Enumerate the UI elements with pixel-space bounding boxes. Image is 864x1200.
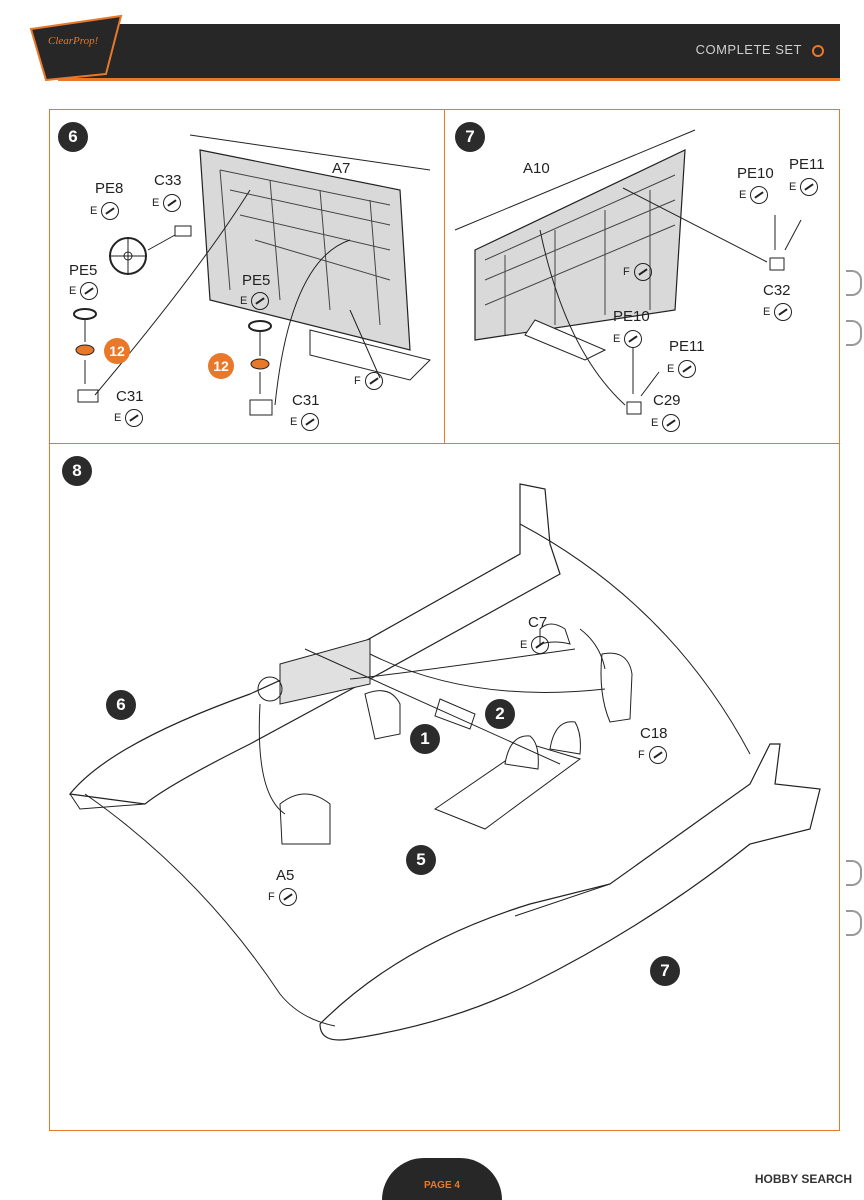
- paint-icon: [101, 202, 120, 220]
- material-tag: E: [739, 186, 769, 204]
- material-tag: F: [623, 263, 652, 281]
- part-label: C32: [763, 282, 791, 299]
- material-tag: F: [354, 372, 383, 390]
- paint-icon: [301, 413, 320, 431]
- paint-icon: [80, 282, 99, 300]
- reference-badge: 12: [208, 353, 234, 379]
- part-label: PE5: [242, 272, 271, 289]
- step-8-drawing: [68, 483, 821, 1041]
- paint-icon: [125, 409, 144, 427]
- part-label: A5: [276, 867, 295, 884]
- paint-icon: [251, 292, 270, 310]
- material-tag: E: [763, 303, 793, 321]
- step-number: 6: [58, 122, 88, 152]
- footer-tab: [382, 1158, 502, 1200]
- material-tag: E: [90, 202, 120, 220]
- step-8-panel: 8 6 2 1 5 7 C7 C18 A5 E F F: [49, 443, 840, 1131]
- part-label: C33: [154, 172, 182, 189]
- paint-icon: [648, 746, 667, 764]
- material-tag: E: [520, 636, 550, 654]
- part-label: C29: [653, 392, 681, 409]
- part-label: PE11: [789, 156, 825, 173]
- part-label: C7: [528, 614, 548, 631]
- subassembly-marker: 5: [406, 845, 436, 875]
- material-tag: E: [290, 413, 320, 431]
- subassembly-marker: 7: [650, 956, 680, 986]
- part-label: A10: [523, 160, 550, 177]
- paint-icon: [364, 372, 383, 390]
- subassembly-marker: 6: [106, 690, 136, 720]
- material-tag: E: [240, 292, 270, 310]
- header-bar: COMPLETE SET: [58, 24, 840, 81]
- material-tag: F: [268, 888, 297, 906]
- step-6-panel: 6 PE8 C33 A7 PE5 PE5 C31 C31 E E E E F E…: [49, 109, 446, 445]
- paint-icon: [163, 194, 182, 212]
- watermark: HOBBY SEARCH: [754, 1172, 852, 1186]
- step-7-drawing: [454, 129, 802, 415]
- reference-badge: 12: [104, 338, 130, 364]
- paint-icon: [531, 636, 550, 654]
- material-tag: F: [638, 746, 667, 764]
- binder-ring-icon: [846, 320, 862, 346]
- part-label: C31: [292, 392, 320, 409]
- part-label: PE8: [95, 180, 124, 197]
- material-tag: E: [789, 178, 819, 196]
- set-dot-icon: [812, 45, 824, 57]
- paint-icon: [278, 888, 297, 906]
- material-tag: E: [152, 194, 182, 212]
- part-label: PE10: [737, 165, 774, 182]
- paint-icon: [750, 186, 769, 204]
- logo: ClearProp!: [29, 14, 123, 82]
- logo-text: ClearProp!: [48, 35, 99, 47]
- part-label: PE10: [613, 308, 650, 325]
- binder-ring-icon: [846, 860, 862, 886]
- part-label: C31: [116, 388, 144, 405]
- material-tag: E: [651, 414, 681, 432]
- paint-icon: [774, 303, 793, 321]
- part-label: PE11: [669, 338, 705, 355]
- step-number: 8: [62, 456, 92, 486]
- material-tag: E: [69, 282, 99, 300]
- subassembly-marker: 1: [410, 724, 440, 754]
- set-label: COMPLETE SET: [695, 42, 802, 57]
- page-number: PAGE 4: [424, 1180, 460, 1191]
- paint-icon: [624, 330, 643, 348]
- binder-ring-icon: [846, 270, 862, 296]
- material-tag: E: [667, 360, 697, 378]
- paint-icon: [800, 178, 819, 196]
- binder-ring-icon: [846, 910, 862, 936]
- paint-icon: [633, 263, 652, 281]
- paint-icon: [662, 414, 681, 432]
- material-tag: E: [114, 409, 144, 427]
- paint-icon: [678, 360, 697, 378]
- step-7-panel: 7 A10 PE10 PE11 C32 PE10 PE11 C29 F E E …: [444, 109, 840, 445]
- subassembly-marker: 2: [485, 699, 515, 729]
- material-tag: E: [613, 330, 643, 348]
- part-label: PE5: [69, 262, 98, 279]
- step-number: 7: [455, 122, 485, 152]
- part-label: A7: [332, 160, 351, 177]
- part-label: C18: [640, 725, 668, 742]
